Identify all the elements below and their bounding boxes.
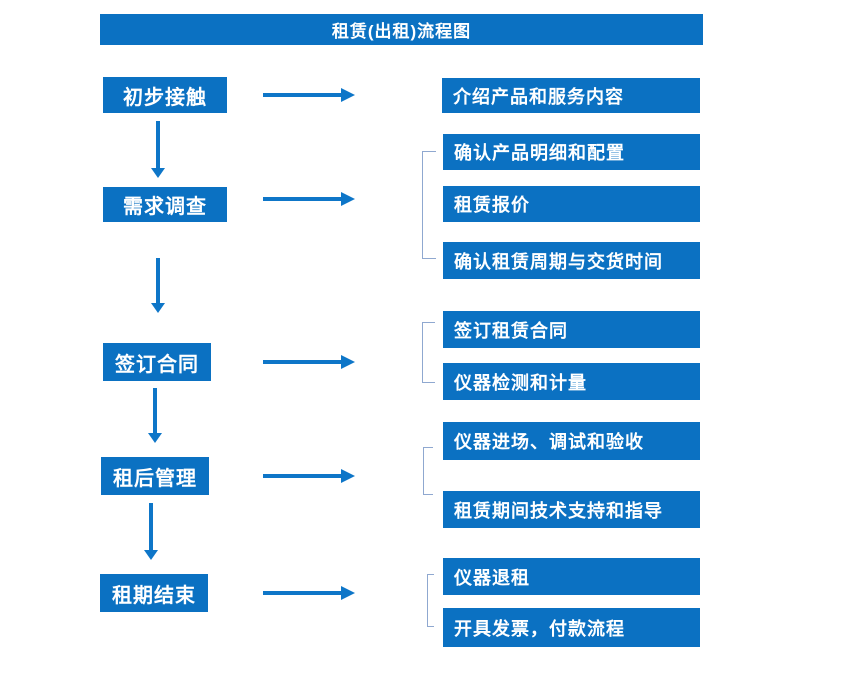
down-arrow-head-icon <box>151 168 165 178</box>
right-arrow-head-icon <box>341 469 355 483</box>
detail-box-instrument-test-measure: 仪器检测和计量 <box>443 363 700 400</box>
down-arrow-3 <box>148 388 162 443</box>
down-arrow-shaft <box>156 121 160 168</box>
right-arrow-head-icon <box>341 88 355 102</box>
diagram-title: 租赁(出租)流程图 <box>100 14 703 45</box>
right-arrow-shaft <box>263 591 341 595</box>
bracket-sign-contract <box>422 322 435 383</box>
stage-box-demand-survey: 需求调查 <box>103 187 227 222</box>
bracket-rental-end <box>427 574 434 627</box>
detail-box-sign-rental-contract: 签订租赁合同 <box>443 311 700 348</box>
stage-box-post-rental-management: 租后管理 <box>101 457 209 495</box>
down-arrow-2 <box>151 258 165 313</box>
right-arrow-head-icon <box>341 355 355 369</box>
right-arrow-shaft <box>263 474 341 478</box>
right-arrow-1 <box>263 88 355 102</box>
down-arrow-shaft <box>156 258 160 303</box>
right-arrow-4 <box>263 469 355 483</box>
detail-box-confirm-product-config: 确认产品明细和配置 <box>443 134 700 170</box>
stage-box-initial-contact: 初步接触 <box>103 77 227 113</box>
detail-box-introduce-products: 介绍产品和服务内容 <box>442 78 700 113</box>
stage-box-sign-contract: 签订合同 <box>103 343 211 381</box>
right-arrow-5 <box>263 586 355 600</box>
down-arrow-head-icon <box>144 550 158 560</box>
detail-box-confirm-period-delivery: 确认租赁周期与交货时间 <box>443 242 700 279</box>
down-arrow-shaft <box>153 388 157 433</box>
right-arrow-shaft <box>263 360 341 364</box>
stage-box-rental-end: 租期结束 <box>100 574 208 612</box>
bracket-post-rental <box>423 447 433 495</box>
down-arrow-head-icon <box>151 303 165 313</box>
right-arrow-3 <box>263 355 355 369</box>
right-arrow-head-icon <box>341 192 355 206</box>
down-arrow-shaft <box>149 503 153 550</box>
right-arrow-shaft <box>263 197 341 201</box>
detail-box-invoice-payment: 开具发票，付款流程 <box>443 608 700 647</box>
detail-box-rental-quote: 租赁报价 <box>443 186 700 222</box>
down-arrow-4 <box>144 503 158 560</box>
right-arrow-2 <box>263 192 355 206</box>
down-arrow-1 <box>151 121 165 178</box>
right-arrow-head-icon <box>341 586 355 600</box>
detail-box-tech-support: 租赁期间技术支持和指导 <box>443 491 700 528</box>
right-arrow-shaft <box>263 93 341 97</box>
bracket-demand-survey <box>422 151 436 259</box>
detail-box-instrument-setup-acceptance: 仪器进场、调试和验收 <box>443 422 700 460</box>
down-arrow-head-icon <box>148 433 162 443</box>
detail-box-instrument-return: 仪器退租 <box>443 558 700 595</box>
